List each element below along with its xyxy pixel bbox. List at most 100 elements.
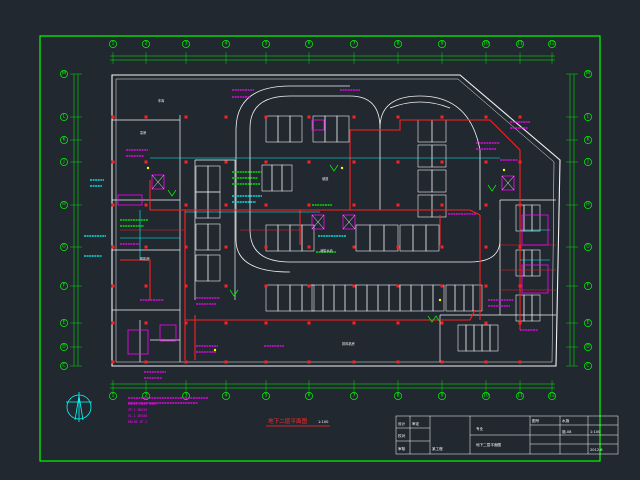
axis-bubble: 2 bbox=[142, 392, 150, 400]
svg-text:11: 11 bbox=[517, 393, 523, 399]
axis-bubble: E bbox=[584, 319, 592, 327]
axis-bubble: 10 bbox=[482, 40, 490, 48]
axis-bubble: C bbox=[584, 362, 592, 370]
tb-value: 1:100 bbox=[590, 430, 601, 434]
axis-bubble: K bbox=[584, 136, 592, 144]
axis-bubble: D bbox=[60, 343, 68, 351]
svg-text:G: G bbox=[62, 244, 66, 250]
axis-bubble: C bbox=[60, 362, 68, 370]
svg-text:5: 5 bbox=[265, 393, 268, 399]
note-line: ZP-1 DN150 bbox=[128, 408, 147, 412]
axis-bubble: D bbox=[584, 343, 592, 351]
svg-text:K: K bbox=[587, 137, 591, 143]
axis-bubble: 6 bbox=[305, 392, 313, 400]
svg-text:H: H bbox=[62, 202, 65, 208]
note-line: XL-1 DN100 bbox=[128, 414, 147, 418]
svg-text:12: 12 bbox=[549, 393, 555, 399]
structural-columns bbox=[111, 115, 522, 364]
room-label: 坡道 bbox=[322, 176, 329, 181]
svg-text:F: F bbox=[63, 283, 66, 289]
dimension-lines bbox=[73, 55, 575, 389]
room-label: 泵房 bbox=[140, 130, 146, 135]
axis-bubble: 3 bbox=[182, 40, 190, 48]
drawing-scale: 1:100 bbox=[318, 420, 329, 424]
drawing-border bbox=[39, 35, 601, 462]
svg-text:8: 8 bbox=[397, 41, 400, 47]
room-label: 消防水池 bbox=[320, 248, 334, 253]
axis-bubble: 4 bbox=[222, 40, 230, 48]
sprinkler-symbols bbox=[146, 166, 506, 352]
svg-text:7: 7 bbox=[353, 41, 356, 47]
parking-stalls bbox=[195, 115, 541, 352]
interior-walls bbox=[112, 115, 556, 362]
building-outline bbox=[111, 74, 561, 367]
annotation-lines bbox=[120, 157, 550, 261]
valve-symbols bbox=[167, 164, 497, 323]
tb-field: 专业 bbox=[476, 426, 484, 431]
tb-value: 水施 bbox=[562, 418, 570, 423]
svg-text:3: 3 bbox=[185, 393, 188, 399]
axis-bubble: G bbox=[584, 243, 592, 251]
svg-text:E: E bbox=[587, 320, 590, 326]
svg-text:G: G bbox=[586, 244, 590, 250]
room-label: 车库 bbox=[158, 98, 165, 103]
room-label: 排风机房 bbox=[342, 341, 355, 346]
svg-text:E: E bbox=[63, 320, 66, 326]
tb-project: 某工程 bbox=[432, 446, 443, 451]
axis-bubble: 1 bbox=[109, 40, 117, 48]
axis-bubble: 11 bbox=[516, 392, 524, 400]
drawing-title: 地下二层平面图 1:100 bbox=[266, 417, 330, 427]
axis-bubble: H bbox=[584, 201, 592, 209]
svg-text:L: L bbox=[587, 114, 590, 120]
axis-bubble: M bbox=[584, 70, 592, 78]
room-labels: 车库 坡道 泵房 风机房 排风机房 消防水池 bbox=[140, 98, 355, 346]
svg-text:2: 2 bbox=[145, 393, 148, 399]
svg-text:J: J bbox=[62, 159, 64, 165]
svg-text:8: 8 bbox=[397, 393, 400, 399]
svg-text:4: 4 bbox=[225, 393, 228, 399]
svg-text:9: 9 bbox=[441, 393, 444, 399]
axis-bubble: 12 bbox=[548, 392, 556, 400]
axis-bubble: L bbox=[60, 113, 68, 121]
axis-bubble: M bbox=[60, 70, 68, 78]
axis-bubble: K bbox=[60, 136, 68, 144]
svg-text:D: D bbox=[586, 344, 590, 350]
svg-text:M: M bbox=[586, 71, 590, 77]
axis-bubble: 7 bbox=[350, 40, 358, 48]
tb-field: 审核 bbox=[398, 446, 406, 451]
tb-field: 校对 bbox=[398, 433, 406, 438]
axis-bubble: 4 bbox=[222, 392, 230, 400]
axis-bubble: L bbox=[584, 113, 592, 121]
axis-bubble: 2 bbox=[142, 40, 150, 48]
svg-text:C: C bbox=[586, 363, 589, 369]
tb-value: 2012.6 bbox=[590, 448, 603, 452]
axis-bubble: 8 bbox=[394, 392, 402, 400]
svg-text:L: L bbox=[63, 114, 66, 120]
svg-text:J: J bbox=[586, 159, 588, 165]
tb-field: 审定 bbox=[412, 421, 420, 426]
axis-bubble: 5 bbox=[262, 392, 270, 400]
room-label: 风机房 bbox=[140, 256, 150, 261]
svg-text:9: 9 bbox=[441, 41, 444, 47]
axis-bubble: 9 bbox=[438, 392, 446, 400]
svg-text:6: 6 bbox=[308, 393, 311, 399]
axis-bubble: 1 bbox=[109, 392, 117, 400]
svg-text:1: 1 bbox=[112, 41, 115, 47]
axis-bubble: H bbox=[60, 201, 68, 209]
svg-text:1: 1 bbox=[112, 393, 115, 399]
svg-text:10: 10 bbox=[483, 41, 489, 47]
axis-bubble: 12 bbox=[548, 40, 556, 48]
axis-bubble: 7 bbox=[350, 392, 358, 400]
axis-bubble: 10 bbox=[482, 392, 490, 400]
svg-text:5: 5 bbox=[265, 41, 268, 47]
axis-bubble: G bbox=[60, 243, 68, 251]
svg-text:M: M bbox=[62, 71, 66, 77]
axis-bubble: 6 bbox=[305, 40, 313, 48]
svg-text:F: F bbox=[587, 283, 590, 289]
fire-pipes bbox=[120, 119, 521, 360]
tb-drawing-name: 地下二层平面图 bbox=[476, 442, 502, 447]
svg-text:K: K bbox=[63, 137, 67, 143]
ramp-loop bbox=[235, 85, 501, 273]
